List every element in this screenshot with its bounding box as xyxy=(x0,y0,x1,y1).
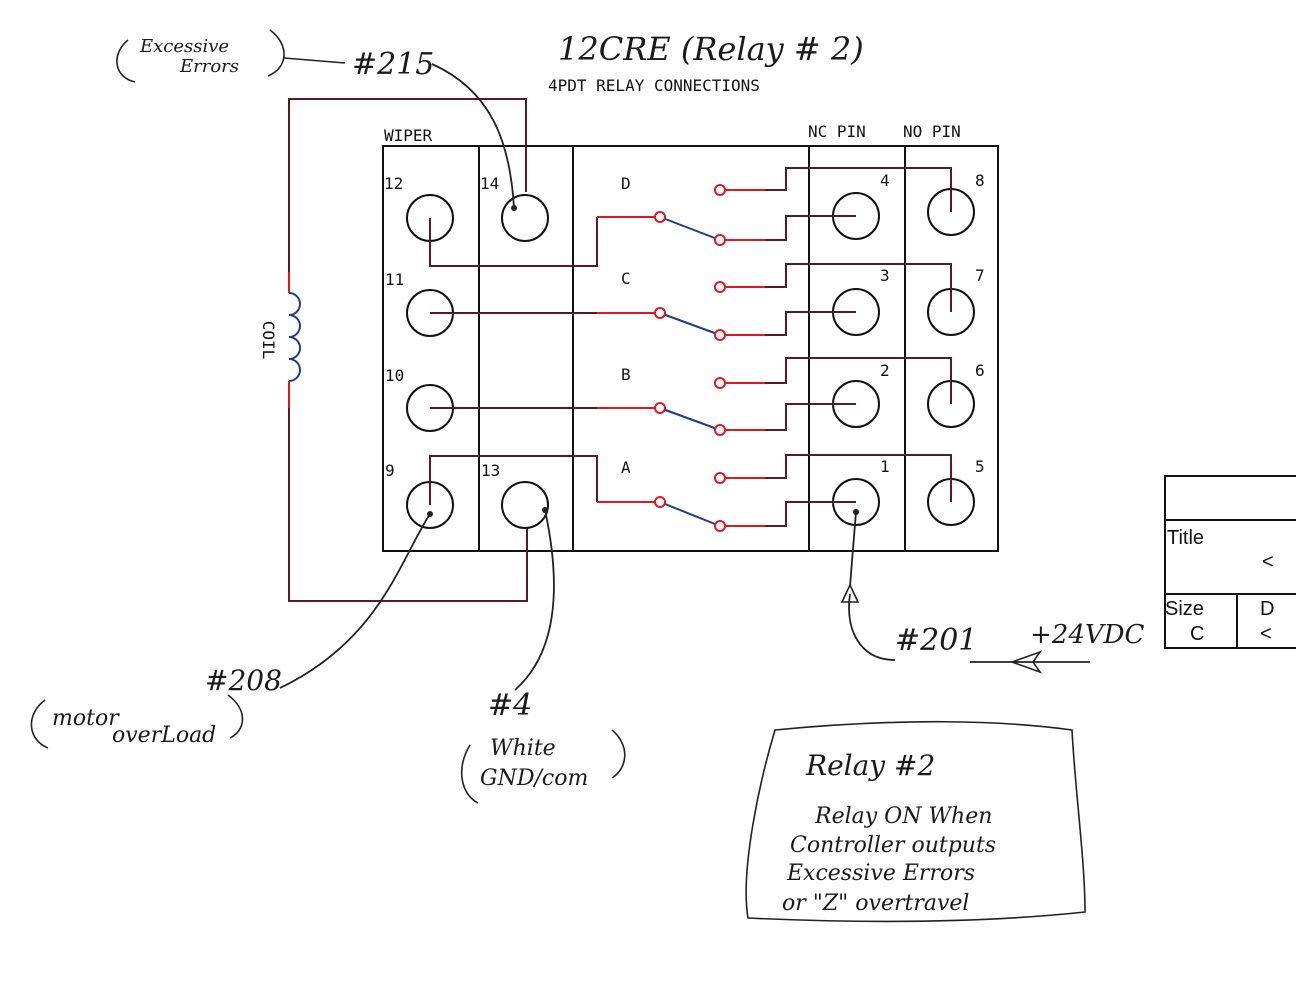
coil-icon xyxy=(288,292,301,382)
leader-201 xyxy=(848,593,896,661)
pole-b-label: B xyxy=(621,365,631,384)
pin-10-label: 10 xyxy=(385,366,404,385)
wire-215-label: #215 xyxy=(352,47,434,82)
pin-11-label: 11 xyxy=(385,270,404,289)
internal-wiring xyxy=(429,167,952,527)
title-block-size-value: C xyxy=(1190,623,1204,645)
leader-215 xyxy=(431,63,515,209)
arrow-up-icon xyxy=(840,583,860,603)
note-line-4: or "Z" overtravel xyxy=(782,891,969,916)
wiper-column-label: WIPER xyxy=(384,126,433,145)
pin-7-label: 7 xyxy=(975,266,985,285)
errors-text: Errors xyxy=(179,56,239,77)
pole-c-switch xyxy=(597,281,765,341)
title-block-title-value: < xyxy=(1262,551,1274,573)
title-block-title-label: Title xyxy=(1167,527,1204,549)
wire-208-label: #208 xyxy=(205,664,282,697)
wire-4-label: #4 xyxy=(488,688,532,723)
pin-12-label: 12 xyxy=(384,174,403,193)
note-line-3: Excessive Errors xyxy=(786,861,975,886)
leader-208 xyxy=(279,513,431,689)
title-block-d-label: D xyxy=(1260,598,1274,620)
title-block xyxy=(1164,475,1296,649)
excessive-text: Excessive xyxy=(139,36,229,57)
pole-d-label: D xyxy=(621,174,631,193)
pin-14-terminal xyxy=(501,194,549,242)
pole-d-switch xyxy=(597,184,765,246)
paren-left xyxy=(116,39,136,83)
pin-9-label: 9 xyxy=(385,461,395,480)
pole-labels: D C B A xyxy=(621,174,631,477)
white-text: White xyxy=(490,736,556,761)
pin-4-label: 4 xyxy=(880,171,890,190)
switch-contacts xyxy=(597,184,765,532)
pin-1-label: 1 xyxy=(880,457,890,476)
coil-circuit xyxy=(288,98,528,602)
pole-a-switch xyxy=(597,472,765,532)
title-block-size-label: Size xyxy=(1165,598,1204,620)
relay-body xyxy=(382,145,999,552)
title-block-d-value: < xyxy=(1260,623,1272,645)
supply-label: +24VDC xyxy=(1030,620,1144,650)
pin-8-label: 8 xyxy=(975,171,985,190)
pin-13-label: 13 xyxy=(481,461,500,480)
wire-201-label: #201 xyxy=(895,623,977,658)
coil-label: COIL xyxy=(259,321,278,360)
note-line-2: Controller outputs xyxy=(790,833,996,858)
paren-right xyxy=(267,29,285,77)
diagram-subtitle: 4PDT RELAY CONNECTIONS xyxy=(548,76,760,95)
relay-note: Relay #2 Relay ON When Controller output… xyxy=(745,720,1086,923)
no-pin-column-label: NO PIN xyxy=(903,122,961,141)
pin-5-label: 5 xyxy=(975,457,985,476)
overload-text: overLoad xyxy=(112,723,216,748)
motor-text: motor xyxy=(52,706,120,731)
pole-b-switch xyxy=(597,377,765,436)
gnd-com-text: GND/com xyxy=(480,766,588,791)
handwritten-annotations: Excessive Errors #215 #208 motor overLoa… xyxy=(30,29,1144,804)
pole-a-label: A xyxy=(621,458,631,477)
dot-215 xyxy=(511,205,517,211)
nc-pin-column-label: NC PIN xyxy=(808,122,866,141)
pin-3-label: 3 xyxy=(880,266,890,285)
pin-2-label: 2 xyxy=(880,361,890,380)
handwritten-title: 12CRE (Relay # 2) xyxy=(558,30,864,68)
pin-14-label: 14 xyxy=(480,174,499,193)
pin-numbers: 12 14 11 10 9 13 4 3 2 1 8 7 6 5 xyxy=(384,171,985,480)
pole-c-label: C xyxy=(621,269,631,288)
pin-6-label: 6 xyxy=(975,361,985,380)
note-line-1: Relay ON When xyxy=(814,804,992,829)
note-title: Relay #2 xyxy=(805,749,935,782)
leader-4 xyxy=(514,509,555,691)
arrow-left-icon xyxy=(1009,650,1043,674)
pin-13-terminal xyxy=(501,481,549,529)
